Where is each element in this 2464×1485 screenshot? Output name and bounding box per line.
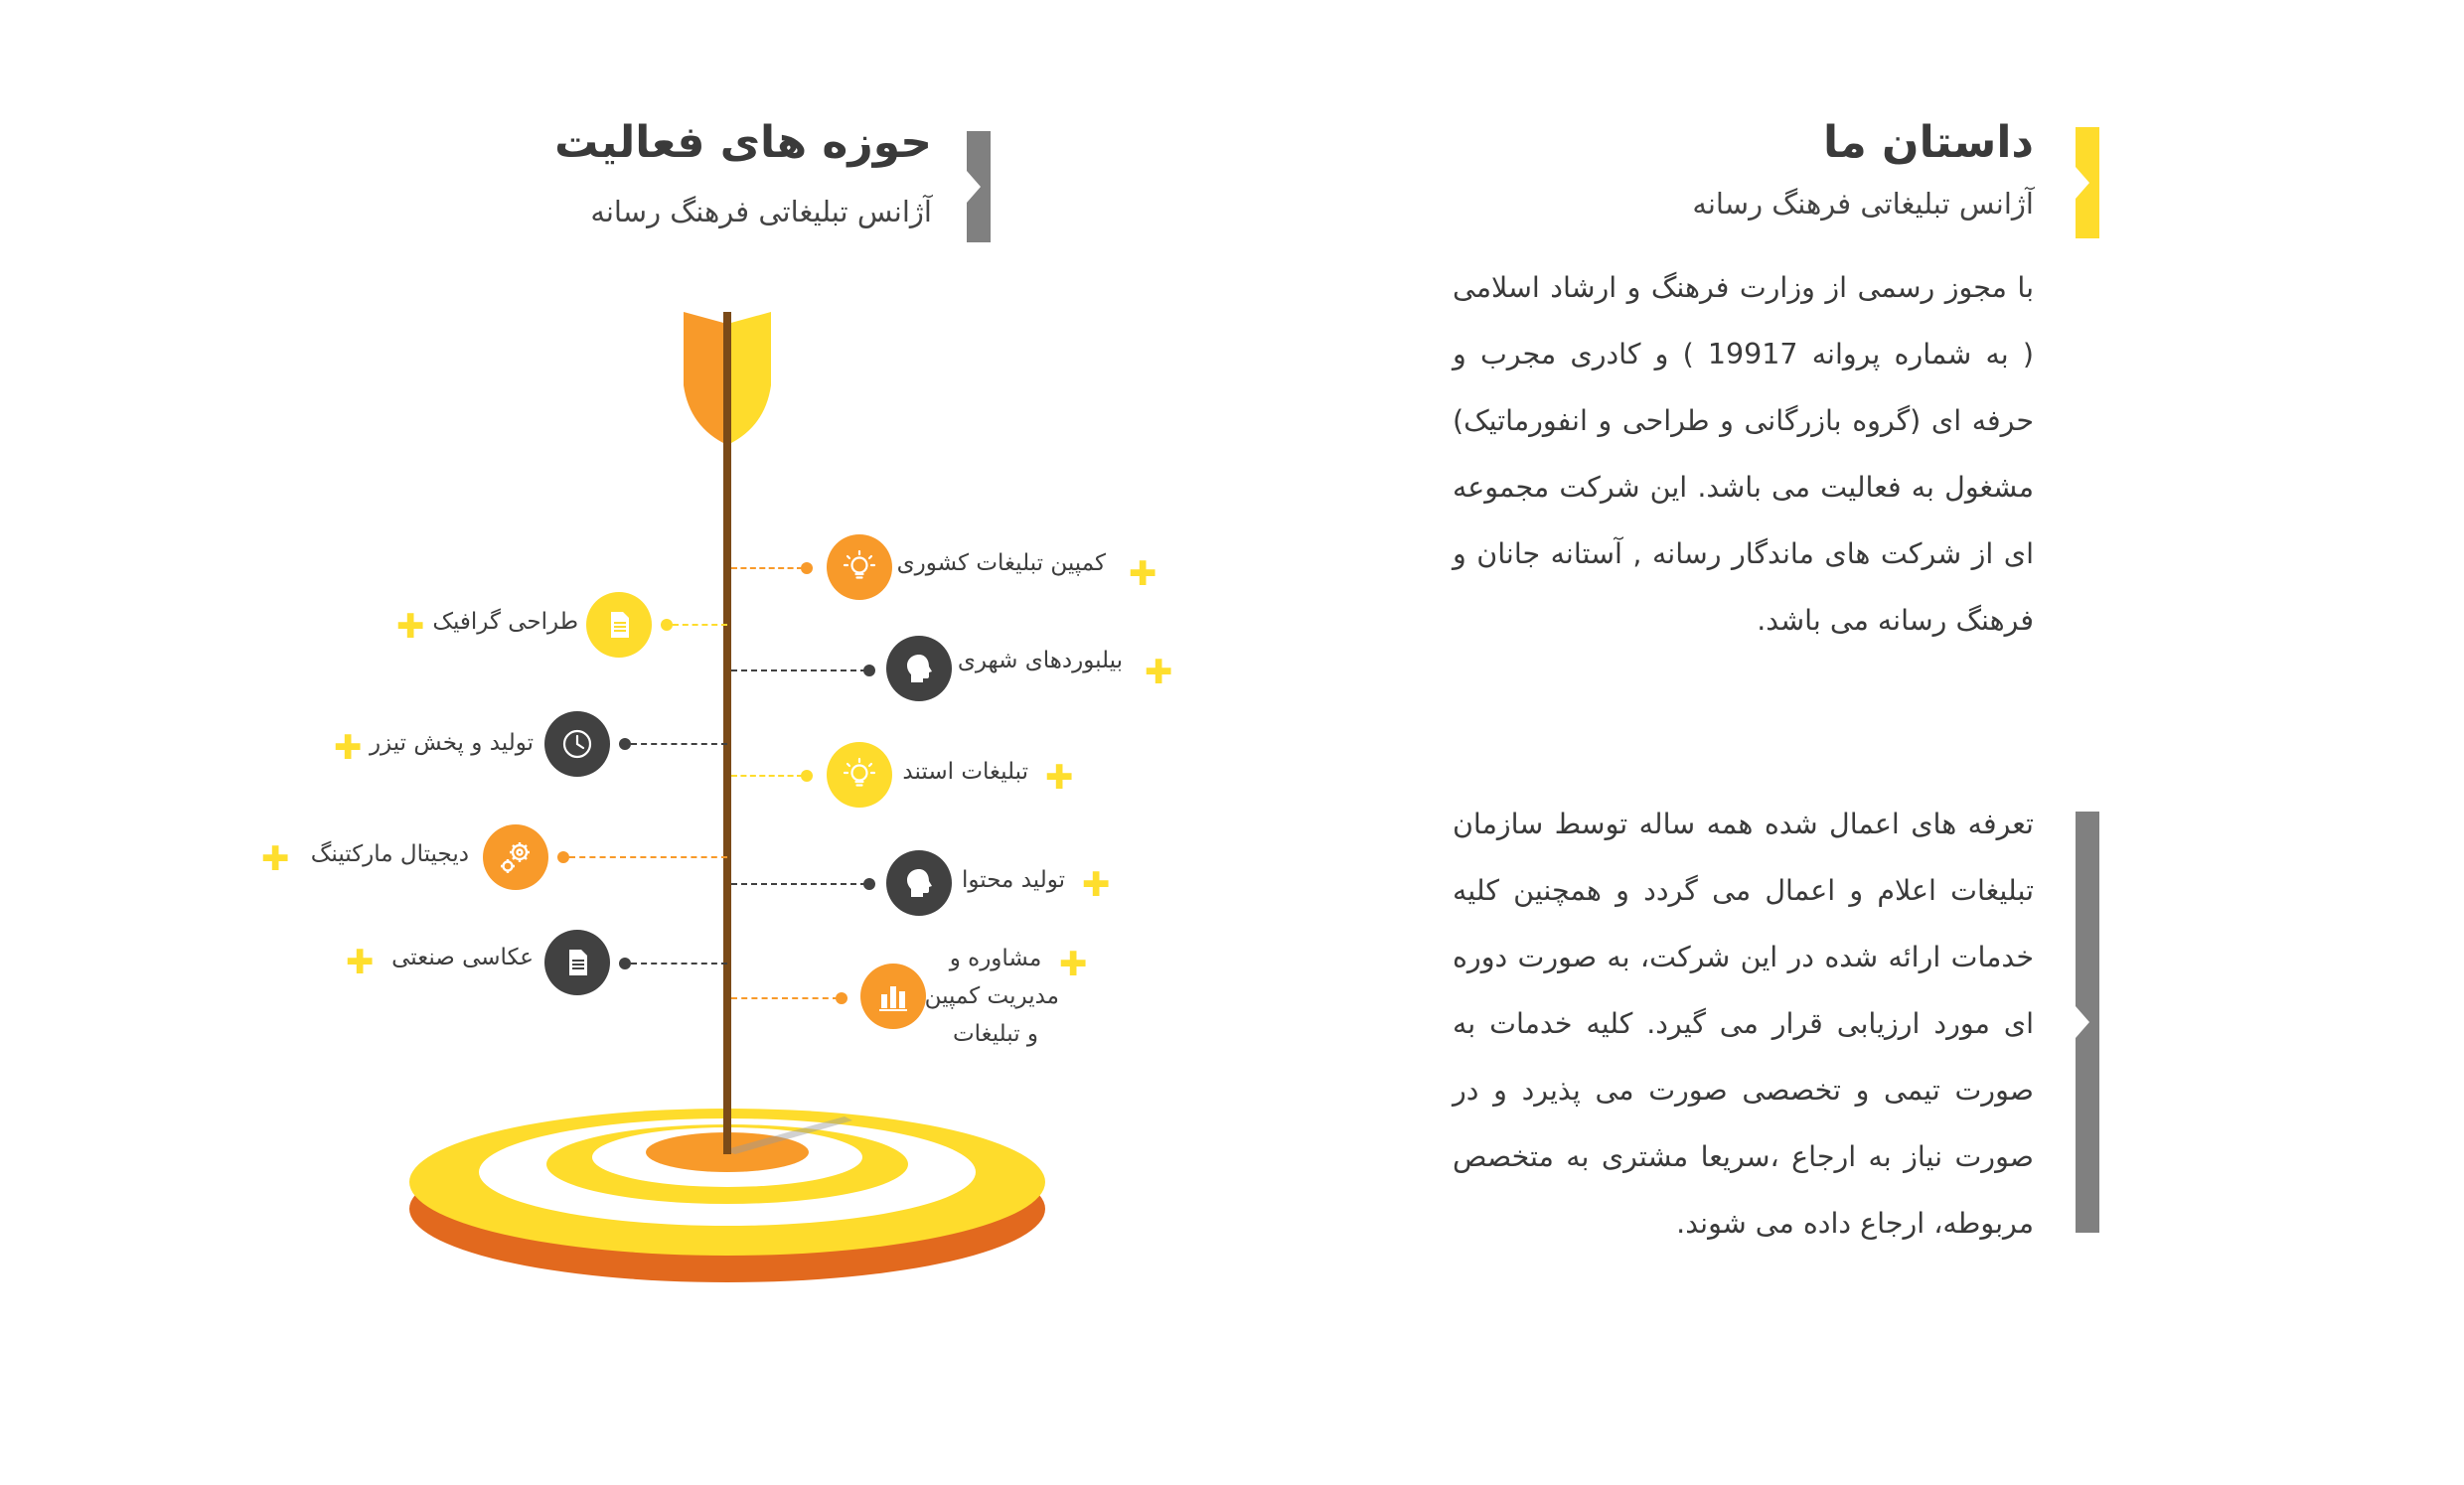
urban-billboards-circle [886,636,952,701]
industrial-photo-plus-icon[interactable]: ✚ [346,943,375,982]
arrow-fletching-right [727,312,771,445]
content-production-circle [886,850,952,916]
target-with-arrow [409,312,1045,1282]
urban-billboards-label: بیلبوردهای شهری [957,648,1123,673]
teaser-production-label: تولید و پخش تیزر [369,730,534,756]
stand-ads-plus-icon[interactable]: ✚ [1045,758,1074,798]
head-icon [907,869,932,897]
activities-title: حوزه های فعالیت [554,117,932,168]
activities-accent-bar [967,131,991,242]
stand-ads-label: تبلیغات استند [902,759,1028,785]
arrow-fletching-left [684,312,727,445]
consulting-label-line2: مدیریت کمپین [924,983,1059,1009]
bar-chart-icon [879,986,907,1011]
story-title: داستان ما [1822,117,2034,168]
gears-icon [501,842,530,873]
consulting-plus-icon[interactable]: ✚ [1059,945,1088,984]
country-campaign-plus-icon[interactable]: ✚ [1129,554,1157,594]
graphic-design-label: طراحی گرافیک [432,609,578,635]
industrial-photo-label: عکاسی صنعتی [391,945,534,970]
digital-marketing-label: دیجیتال مارکتینگ [310,841,469,867]
lightbulb-icon [843,757,876,787]
head-icon [907,655,932,682]
teaser-production-plus-icon[interactable]: ✚ [334,728,363,768]
consulting-label-line3: و تبلیغات [952,1021,1039,1047]
teaser-production-circle [544,711,610,777]
story-subtitle: آژانس تبلیغاتی فرهنگ رسانه [1692,187,2034,221]
industrial-photo-circle [544,930,610,995]
story-accent-bar [2076,127,2099,238]
arrow-shaft [723,312,731,1154]
activities-subtitle: آژانس تبلیغاتی فرهنگ رسانه [590,195,932,228]
graphic-design-plus-icon[interactable]: ✚ [396,607,425,647]
stand-ads-circle [827,742,892,808]
consulting-label: مشاوره و مدیریت کمپین و تبلیغات [924,940,1059,1053]
document-icon [611,612,629,638]
clock-icon [562,729,592,759]
digital-marketing-plus-icon[interactable]: ✚ [261,839,290,879]
country-campaign-circle [827,534,892,600]
country-campaign-label: کمپین تبلیغات کشوری [896,550,1106,576]
urban-billboards-plus-icon[interactable]: ✚ [1145,653,1173,692]
graphic-design-circle [586,592,652,658]
tariff-paragraph: تعرفه های اعمال شده همه ساله توسط سازمان… [1453,808,2034,1240]
consulting-label-line1: مشاوره و [949,946,1042,971]
lightbulb-icon [843,549,876,579]
story-paragraph: با مجوز رسمی از وزارت فرهنگ و ارشاد اسلا… [1453,271,2034,637]
consulting-circle [860,964,926,1029]
digital-marketing-circle [483,824,548,890]
content-production-plus-icon[interactable]: ✚ [1082,865,1111,905]
content-production-label: تولید محتوا [962,867,1065,893]
tariff-accent-bar [2076,812,2099,1233]
document-icon [569,950,587,975]
